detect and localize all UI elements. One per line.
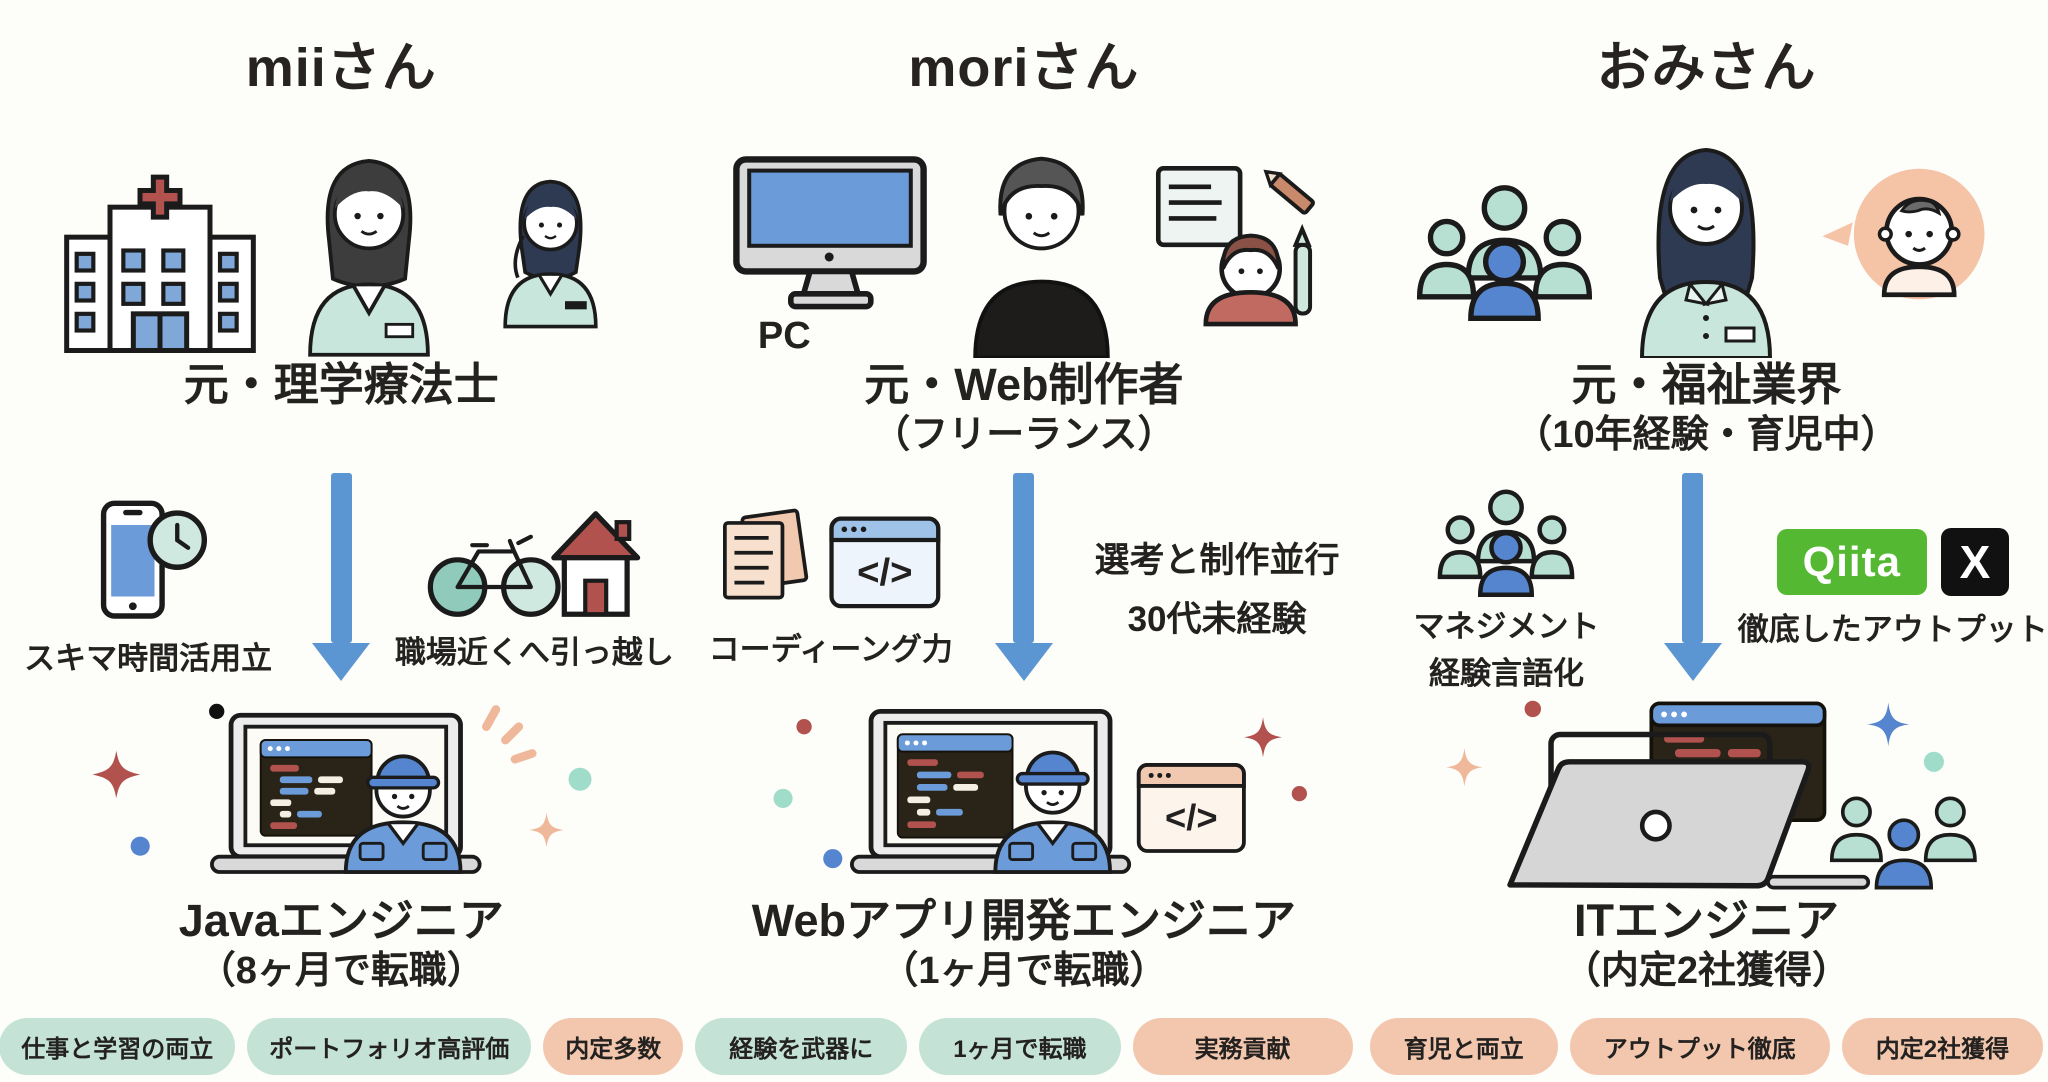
mori-result-illustration: </>	[724, 698, 1324, 894]
welfare-worker-avatar	[1640, 147, 1773, 358]
factor-label: コーディーング力	[708, 632, 953, 668]
factor-right: Qiita X 徹底したアウトプット	[1738, 528, 2048, 653]
sparkle-icon	[529, 812, 565, 848]
dot-icon	[1291, 785, 1307, 802]
badge: 経験を武器に	[695, 1018, 908, 1075]
desktop-pc-icon	[733, 156, 927, 310]
factor-right: 選考と制作並行 30代未経験	[1069, 536, 1365, 646]
badge: 1ヶ月で転職	[919, 1018, 1121, 1075]
factor-label: マネジメント	[1413, 608, 1600, 644]
omi-former-illustration	[1417, 108, 1995, 358]
new-role: Webアプリ開発エンジニア	[751, 895, 1296, 946]
former-role: 元・理学療法士	[183, 359, 499, 410]
qiita-logo: Qiita	[1776, 529, 1927, 596]
mii-former-illustration	[60, 108, 623, 358]
bicycle-house-icon	[427, 511, 641, 617]
dot-icon	[773, 788, 793, 808]
pen-icon	[1293, 242, 1312, 316]
badge: アウトプット徹底	[1569, 1018, 1830, 1075]
former-role-sub: （フリーランス）	[872, 414, 1176, 456]
hospital-icon	[63, 174, 256, 354]
badge: 内定多数	[543, 1018, 684, 1075]
down-arrow-icon	[312, 473, 371, 681]
column-mori: moriさん PC	[683, 0, 1366, 1082]
down-arrow-icon	[994, 473, 1053, 681]
laptop-back	[1507, 759, 1871, 890]
column-mii: miiさん	[0, 0, 684, 1082]
burst-icon	[482, 705, 537, 764]
web-creator-avatar	[973, 156, 1110, 358]
person-name-mii: miiさん	[245, 38, 437, 98]
baby-speech-bubble-icon	[1822, 168, 1985, 300]
badge-row: 経験を武器に 1ヶ月で転職 実務貢献	[695, 1018, 1353, 1080]
memo-writer-icon	[1155, 165, 1315, 327]
code-glyph: </>	[1165, 797, 1218, 838]
code-editor-window	[260, 739, 373, 837]
new-role-sub: （8ヶ月で転職）	[197, 950, 485, 992]
factor-label: 職場近くへ引っ越し	[394, 635, 674, 671]
factor-label: スキマ時間活用立	[24, 641, 273, 677]
small-person-avatar	[1203, 233, 1298, 327]
dot-icon	[130, 836, 151, 856]
engineer-avatar	[993, 750, 1112, 874]
factor-label: 選考と制作並行	[1094, 540, 1340, 580]
laptop-engineer-illustration	[92, 703, 592, 874]
down-arrow-icon	[1663, 473, 1722, 681]
colleague-avatar	[503, 179, 598, 329]
people-group-icon	[1417, 185, 1593, 322]
badge-row: 育児と両立 アウトプット徹底 内定2社獲得	[1369, 1018, 2044, 1080]
dot-icon	[568, 767, 592, 791]
code-glyph: </>	[857, 551, 913, 594]
badge: 仕事と学習の両立	[0, 1018, 236, 1075]
sparkle-icon	[1446, 748, 1484, 787]
former-role: 元・福祉業界	[1571, 359, 1842, 410]
sparkle-icon	[1243, 717, 1283, 758]
omi-result-illustration	[1406, 698, 2006, 894]
phone-clock-icon	[101, 500, 208, 619]
new-role: Javaエンジニア	[178, 895, 504, 946]
dot-icon	[209, 703, 225, 720]
new-role-sub: （1ヶ月で転職）	[880, 950, 1168, 992]
laptop-engineer-code-illustration: </>	[773, 708, 1307, 874]
factor-label-line2: 30代未経験	[1127, 599, 1307, 639]
mii-result-illustration	[61, 698, 621, 894]
dot-icon	[1924, 751, 1945, 772]
former-role: 元・Web制作者	[864, 359, 1184, 410]
person-name-mori: moriさん	[908, 38, 1140, 98]
factor-left: マネジメント 経験言語化	[1365, 485, 1648, 697]
badge: ポートフォリオ高評価	[247, 1018, 532, 1075]
badge: 実務貢献	[1132, 1018, 1353, 1075]
factor-label: 徹底したアウトプット	[1737, 612, 2048, 648]
factor-left: </> コーディーング力	[683, 508, 979, 673]
people-group-icon	[1438, 489, 1575, 597]
laptop-team-illustration	[1446, 700, 1978, 890]
factor-right: 職場近くへ引っ越し	[386, 505, 682, 676]
dot-icon	[823, 849, 843, 869]
mori-former-illustration: PC	[730, 108, 1318, 358]
sparkle-icon	[92, 750, 141, 799]
people-group-icon	[1830, 796, 1978, 890]
code-editor-window	[896, 733, 1014, 839]
person-name-omi: おみさん	[1596, 38, 1817, 98]
badge-row: 仕事と学習の両立 ポートフォリオ高評価 内定多数	[0, 1018, 684, 1080]
sparkle-icon	[1867, 702, 1910, 747]
pencil-icon	[1263, 169, 1315, 215]
therapist-avatar	[307, 159, 430, 357]
new-role: ITエンジニア	[1573, 895, 1839, 946]
docs-code-icon: </>	[722, 508, 941, 609]
dot-icon	[1525, 700, 1542, 718]
badge: 育児と両立	[1369, 1018, 1558, 1075]
former-role-sub: （10年経験・育児中）	[1514, 414, 1899, 456]
x-logo: X	[1940, 528, 2009, 597]
engineer-avatar	[344, 754, 463, 874]
badge: 内定2社獲得	[1841, 1018, 2044, 1075]
dot-icon	[796, 719, 812, 735]
new-role-sub: （内定2社獲得）	[1562, 950, 1851, 992]
factor-left: スキマ時間活用立	[0, 499, 296, 682]
code-window-icon: </>	[1136, 763, 1246, 853]
factor-label-line2: 経験言語化	[1428, 655, 1584, 691]
column-omi: おみさん	[1365, 0, 2048, 1082]
pc-label: PC	[757, 315, 811, 357]
